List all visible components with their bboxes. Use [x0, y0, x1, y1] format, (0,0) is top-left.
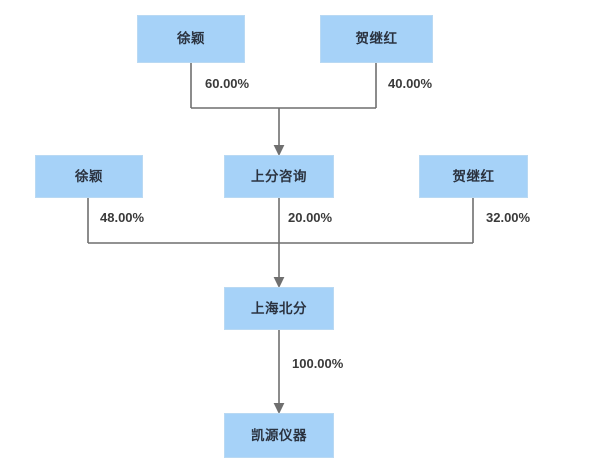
edge-label-60-percent: 60.00%: [205, 76, 250, 91]
edge-label-48-percent: 48.00%: [100, 210, 145, 225]
edge-label-40-percent: 40.00%: [388, 76, 433, 91]
node-label: 上海北分: [251, 300, 307, 316]
edge-label-100-percent: 100.00%: [292, 356, 344, 371]
node-shanghai-beifen[interactable]: 上海北分: [224, 287, 334, 330]
edge-group-level1: [87, 198, 474, 289]
edge-label-20-percent: 20.00%: [288, 210, 333, 225]
node-xu-ying-mid[interactable]: 徐颖: [35, 155, 143, 198]
node-xu-ying-top[interactable]: 徐颖: [137, 15, 245, 63]
edge-label-32-percent: 32.00%: [486, 210, 531, 225]
node-label: 上分咨询: [251, 168, 307, 184]
node-label: 贺继红: [452, 168, 495, 184]
node-label: 徐颖: [177, 31, 205, 47]
node-he-jihong-mid[interactable]: 贺继红: [419, 155, 528, 198]
node-label: 徐颖: [75, 168, 103, 184]
node-label: 凯源仪器: [251, 427, 307, 443]
node-he-jihong-top[interactable]: 贺继红: [320, 15, 433, 63]
node-shangfen-zixun[interactable]: 上分咨询: [224, 155, 334, 198]
edge-group-level0: [190, 63, 377, 157]
node-kaiyuan-yiqi[interactable]: 凯源仪器: [224, 413, 334, 458]
node-label: 贺继红: [355, 31, 398, 47]
